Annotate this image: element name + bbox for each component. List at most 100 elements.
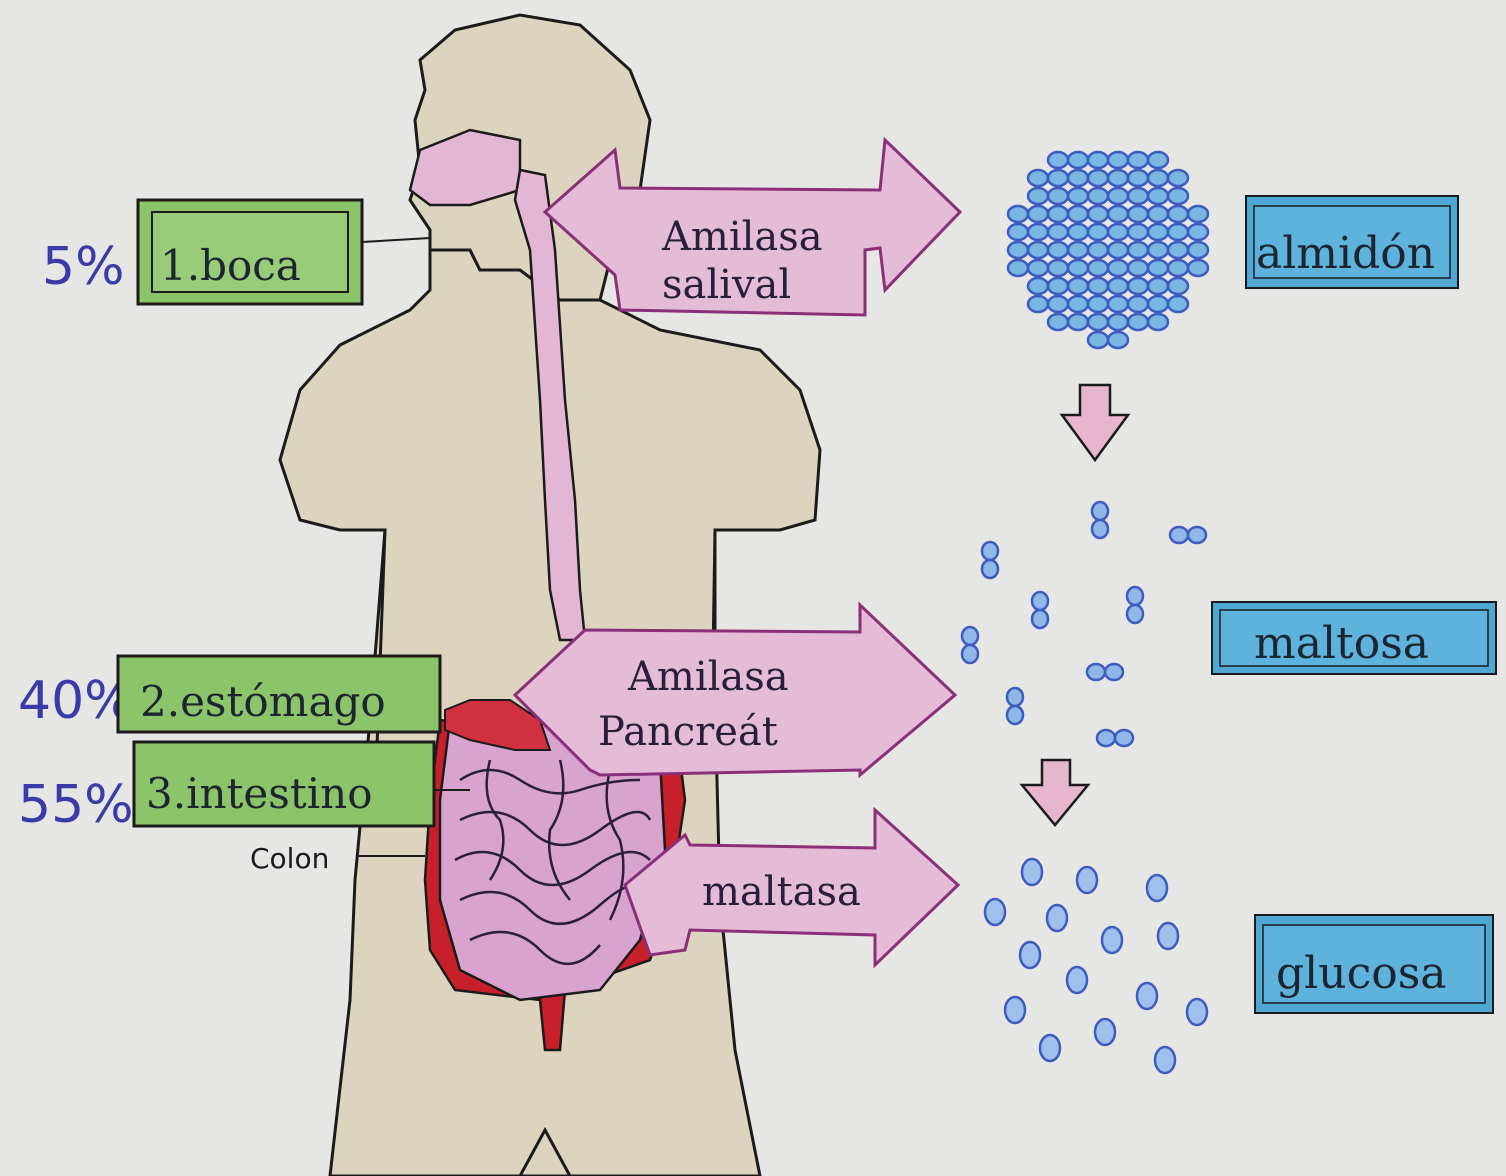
maltose-unit	[1092, 520, 1108, 538]
starch-unit	[1068, 314, 1088, 330]
starch-unit	[1148, 188, 1168, 204]
starch-unit	[1148, 278, 1168, 294]
starch-unit	[1148, 152, 1168, 168]
starch-unit	[1068, 170, 1088, 186]
starch-unit	[1168, 188, 1188, 204]
down-arrow-2	[1022, 760, 1088, 825]
glucose-unit	[985, 899, 1005, 925]
starch-unit	[1028, 224, 1048, 240]
enzyme-pancreat-line1: Amilasa	[627, 654, 789, 700]
label-intestino: 3.intestino	[146, 769, 373, 818]
starch-unit	[1068, 152, 1088, 168]
starch-unit	[1108, 188, 1128, 204]
glucose-unit	[1137, 983, 1157, 1009]
label-estomago: 2.estómago	[140, 677, 386, 726]
starch-unit	[1048, 242, 1068, 258]
starch-unit	[1128, 152, 1148, 168]
glucose-unit	[1077, 867, 1097, 893]
starch-unit	[1108, 152, 1128, 168]
starch-unit	[1108, 278, 1128, 294]
maltose-unit	[982, 542, 998, 560]
maltose-unit	[1032, 610, 1048, 628]
maltose-unit	[1087, 664, 1105, 680]
starch-unit	[1128, 224, 1148, 240]
starch-unit	[1048, 224, 1068, 240]
enzyme-maltasa-label: maltasa	[702, 869, 861, 915]
starch-unit	[1128, 296, 1148, 312]
glucose-molecules	[985, 859, 1207, 1073]
glucose-unit	[1040, 1035, 1060, 1061]
starch-unit	[1168, 242, 1188, 258]
starch-unit	[1188, 242, 1208, 258]
product-label-glucosa: glucosa	[1255, 915, 1493, 1013]
glucose-unit	[1047, 905, 1067, 931]
maltose-unit	[962, 645, 978, 663]
starch-unit	[1168, 260, 1188, 276]
starch-unit	[1128, 242, 1148, 258]
starch-unit	[1188, 206, 1208, 222]
starch-unit	[1028, 278, 1048, 294]
starch-unit	[1108, 296, 1128, 312]
starch-unit	[1068, 188, 1088, 204]
starch-unit	[1168, 170, 1188, 186]
maltose-unit	[962, 627, 978, 645]
starch-unit	[1148, 206, 1168, 222]
starch-unit	[1068, 278, 1088, 294]
percent-intestino: 55%	[18, 775, 134, 835]
starch-molecule-cluster	[1008, 152, 1208, 348]
starch-unit	[1108, 224, 1128, 240]
starch-unit	[1088, 188, 1108, 204]
glucose-unit	[1155, 1047, 1175, 1073]
enzyme-salival-line1: Amilasa	[661, 214, 823, 260]
starch-unit	[1148, 296, 1168, 312]
product-label-almidon: almidón	[1246, 196, 1458, 288]
glucose-unit	[1158, 923, 1178, 949]
starch-unit	[1048, 152, 1068, 168]
maltose-unit	[1097, 730, 1115, 746]
starch-unit	[1088, 314, 1108, 330]
starch-unit	[1088, 278, 1108, 294]
starch-unit	[1068, 296, 1088, 312]
starch-unit	[1068, 206, 1088, 222]
starch-unit	[1088, 296, 1108, 312]
starch-unit	[1008, 242, 1028, 258]
starch-unit	[1048, 206, 1068, 222]
glucose-unit	[1005, 997, 1025, 1023]
colon-label: Colon	[250, 842, 329, 875]
starch-unit	[1148, 314, 1168, 330]
starch-unit	[1148, 260, 1168, 276]
maltose-unit	[1170, 527, 1188, 543]
starch-unit	[1128, 170, 1148, 186]
organ-label-estomago: 40% 2.estómago	[18, 656, 440, 732]
starch-unit	[1108, 260, 1128, 276]
starch-unit	[1088, 242, 1108, 258]
starch-unit	[1048, 260, 1068, 276]
enzyme-salival-line2: salival	[662, 262, 791, 308]
percent-estomago: 40%	[18, 671, 134, 731]
maltose-unit	[1115, 730, 1133, 746]
label-boca: 1.boca	[160, 241, 301, 290]
product-label-maltosa: maltosa	[1212, 602, 1496, 674]
maltose-unit	[1127, 605, 1143, 623]
glucose-unit	[1022, 859, 1042, 885]
starch-unit	[1068, 260, 1088, 276]
maltose-unit	[1007, 706, 1023, 724]
percent-boca: 5%	[42, 237, 125, 297]
maltose-unit	[1007, 688, 1023, 706]
starch-unit	[1028, 188, 1048, 204]
starch-unit	[1108, 242, 1128, 258]
starch-unit	[1068, 242, 1088, 258]
maltose-unit	[982, 560, 998, 578]
starch-unit	[1088, 170, 1108, 186]
starch-unit	[1128, 278, 1148, 294]
starch-unit	[1048, 296, 1068, 312]
starch-unit	[1028, 296, 1048, 312]
starch-unit	[1108, 170, 1128, 186]
maltose-unit	[1032, 592, 1048, 610]
starch-unit	[1048, 170, 1068, 186]
organ-label-intestino: 55% 3.intestino	[18, 742, 470, 835]
starch-unit	[1088, 332, 1108, 348]
starch-unit	[1168, 278, 1188, 294]
maltose-molecules	[962, 502, 1206, 746]
starch-unit	[1128, 260, 1148, 276]
